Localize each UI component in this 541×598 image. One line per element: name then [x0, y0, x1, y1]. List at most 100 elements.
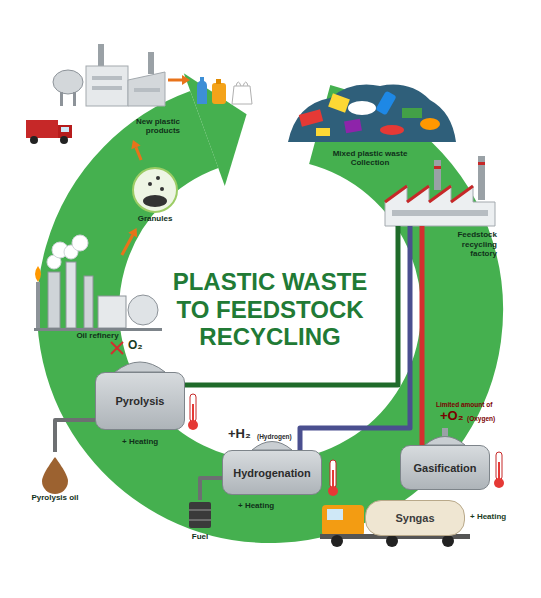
connector-line: [55, 420, 95, 452]
waste-pile: [328, 93, 350, 112]
connector: [131, 140, 141, 160]
connector: [200, 478, 222, 500]
tank-domes: [442, 428, 448, 436]
node-label: Gasification: [414, 462, 477, 474]
node-caption: Feedstock recycling factory: [441, 230, 497, 259]
node-caption: Oil refinery: [76, 331, 118, 341]
connector: [55, 420, 95, 452]
thermometer: [188, 394, 504, 496]
process-tank: Gasification: [400, 445, 490, 490]
thermometer: [190, 394, 196, 422]
illustrated-node: Pyrolysis oil: [18, 452, 92, 507]
tanker-box: Syngas: [365, 500, 465, 536]
connector-line: [420, 263, 425, 445]
node-caption: New plastic products: [118, 117, 180, 136]
refinery: [35, 266, 41, 282]
plastics-factory: [128, 72, 165, 106]
illustrated-node: Fuel: [178, 500, 222, 546]
arrow-head: [131, 140, 140, 149]
refinery: [84, 276, 93, 328]
illustrated-node: Mixed plastic waste Collection: [285, 72, 455, 172]
cycle-ring: [78, 73, 462, 502]
fuel-barrel: [189, 519, 211, 521]
plastic-products: [216, 79, 221, 84]
node-caption: Mixed plastic waste Collection: [324, 149, 416, 168]
recycling-factory: [392, 210, 488, 216]
waste-pile: [420, 118, 440, 130]
plastic-products: [197, 77, 252, 104]
node-label: Syngas: [395, 512, 434, 524]
granules-circle: [143, 195, 167, 207]
annotation-label: (Hydrogen): [257, 433, 292, 440]
annotation-label: (Oxygen): [467, 415, 495, 422]
waste-pile: [288, 85, 456, 143]
fuel-barrel: [189, 502, 211, 528]
illustrated-node: Feedstock recycling factory: [385, 163, 497, 263]
node-caption: Fuel: [192, 532, 208, 542]
oxygen-cross: [111, 342, 123, 354]
refinery: [36, 282, 40, 328]
node-label: Pyrolysis: [116, 395, 165, 407]
plastics-factory: [134, 88, 160, 92]
process-tank: Hydrogenation: [222, 450, 322, 495]
connector-line: [122, 235, 133, 255]
recycling-factory: [434, 160, 441, 190]
refinery: [128, 295, 158, 325]
node-label: Hydrogenation: [233, 467, 311, 479]
waste-pile: [348, 101, 376, 115]
delivery-truck: [30, 136, 38, 144]
fuel-barrel: [189, 502, 211, 528]
delivery-truck: [58, 125, 72, 138]
truck-cab: [327, 509, 343, 520]
diagram-title: PLASTIC WASTE TO FEEDSTOCK RECYCLING: [155, 268, 385, 351]
illustrated-node: New plastic products: [45, 40, 180, 140]
plastics-factory: [53, 44, 165, 106]
recycling-factory: [385, 186, 473, 202]
plastics-factory: [98, 44, 104, 66]
delivery-truck: [60, 136, 68, 144]
oil-drop: [42, 457, 68, 494]
tank-domes: [252, 442, 292, 451]
plastics-factory: [148, 52, 154, 74]
delivery-truck: [26, 120, 58, 138]
product-arrow: [182, 75, 190, 85]
plastic-products: [232, 86, 252, 104]
annotation-label: +H₂: [228, 427, 251, 442]
recycling-factory: [420, 226, 425, 263]
waste-pile: [380, 125, 404, 135]
connector: [122, 228, 137, 255]
recycling-factory: [385, 186, 495, 226]
annotation-label: Limited amount of: [436, 401, 492, 408]
waste-pile: [375, 90, 396, 115]
waste-pile: [402, 108, 422, 118]
granules-circle: [133, 168, 177, 212]
recycling-factory: [408, 226, 413, 263]
process-tank: Pyrolysis: [95, 372, 185, 430]
node-caption: Pyrolysis oil: [31, 493, 78, 503]
product-arrow: [168, 79, 182, 82]
recycling-factory: [434, 166, 441, 169]
granules-circle: [156, 176, 160, 180]
illustrated-node: Oil refinery: [30, 255, 165, 345]
tank-domes: [425, 437, 465, 446]
delivery-truck: [61, 127, 69, 132]
granules-circle: [160, 187, 164, 191]
annotation-label: +O₂: [440, 409, 463, 424]
recycling-factory: [396, 226, 401, 263]
annotation-label: + Heating: [238, 501, 274, 510]
plastics-factory: [60, 92, 63, 106]
node-caption: Granules: [138, 214, 173, 224]
plastics-factory: [73, 92, 76, 106]
waste-pile: [344, 119, 362, 134]
plastics-factory: [92, 86, 122, 90]
truck-cab: [442, 535, 454, 547]
refinery: [48, 272, 60, 328]
recycling-factory: [478, 156, 485, 200]
waste-pile: [299, 109, 323, 126]
connector-line: [136, 147, 141, 160]
tank-domes: [115, 362, 165, 372]
connector: [422, 263, 423, 445]
illustrated-node: Granules: [125, 160, 185, 228]
plastics-factory: [53, 70, 83, 94]
annotation-label: + Heating: [470, 512, 506, 521]
